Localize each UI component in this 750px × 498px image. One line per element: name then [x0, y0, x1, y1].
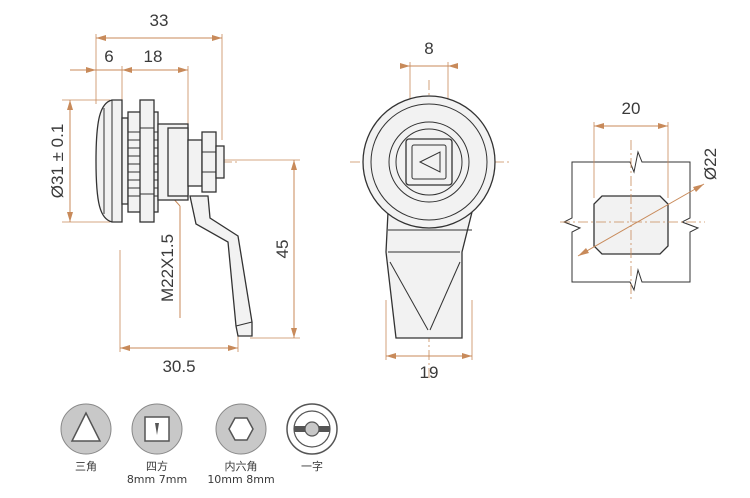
key-type-square-size: 8mm 7mm: [127, 473, 187, 486]
key-type-slot: 一字: [286, 403, 338, 473]
cutout-view: 20 Ø22: [560, 99, 720, 300]
front-view: 8 19: [350, 39, 510, 382]
key-type-legend: 三角 四方 8mm 7mm 内六角 10mm 8mm 一字: [60, 403, 338, 486]
side-view: 33 6 18 Ø31 ± 0.1 45 30.5 M22X1.5: [48, 11, 300, 376]
dim-cutout-flats: 20: [622, 99, 641, 118]
key-type-hexagon-label: 内六角: [225, 459, 258, 473]
dim-body-length: 18: [144, 47, 163, 66]
dim-cam-reach: 30.5: [162, 357, 195, 376]
key-type-triangle: 三角: [60, 403, 112, 473]
dim-height: 45: [273, 240, 292, 259]
dim-cutout-diameter: Ø22: [701, 148, 720, 180]
key-type-square-label: 四方: [146, 459, 168, 473]
dim-flange-thickness: 6: [104, 47, 113, 66]
dim-key-width: 8: [424, 39, 433, 58]
key-type-square: 四方 8mm 7mm: [127, 403, 187, 486]
key-type-triangle-label: 三角: [75, 460, 97, 473]
key-type-hexagon: 内六角 10mm 8mm: [207, 403, 275, 486]
thread-callout: M22X1.5: [158, 234, 177, 302]
key-type-slot-label: 一字: [301, 459, 323, 473]
dim-flange-diameter: Ø31 ± 0.1: [48, 124, 67, 199]
key-type-hexagon-size: 10mm 8mm: [207, 473, 274, 486]
dim-overall-length: 33: [150, 11, 169, 30]
dim-cam-width: 19: [420, 363, 439, 382]
